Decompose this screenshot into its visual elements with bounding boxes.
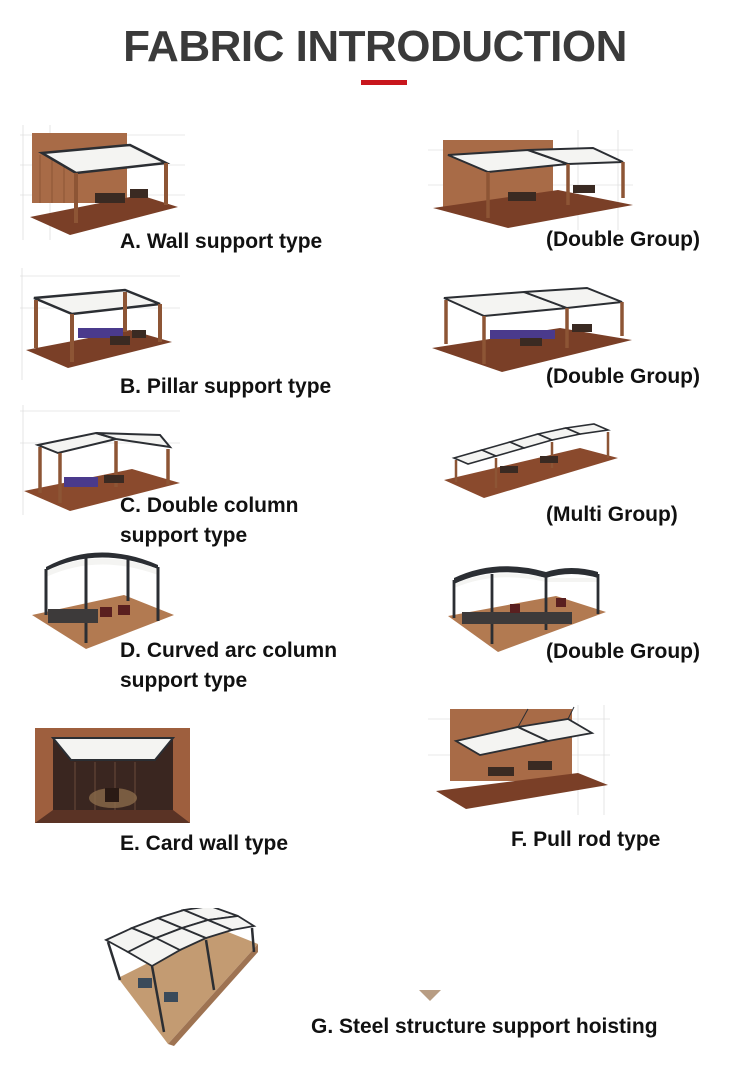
label-arc-double: (Double Group) bbox=[546, 640, 700, 663]
page-title: FABRIC INTRODUCTION bbox=[123, 22, 627, 71]
pillar-pergola-double-icon bbox=[432, 280, 632, 380]
label-card-wall: E. Card wall type bbox=[120, 832, 289, 855]
label-curved-arc-2: support type bbox=[120, 669, 248, 692]
label-pillar-double: (Double Group) bbox=[546, 365, 700, 388]
label-steel-structure: G. Steel structure support hoisting bbox=[311, 1015, 658, 1038]
double-column-pergola-icon bbox=[20, 405, 180, 515]
label-double-column-2: support type bbox=[120, 524, 248, 547]
card-wall-pergola-icon bbox=[35, 728, 190, 823]
steel-structure-canopy-icon bbox=[98, 908, 260, 1046]
label-double-column-1: C. Double column bbox=[120, 494, 299, 517]
hoisting-arrow-icon bbox=[419, 990, 441, 1001]
label-multi-group: (Multi Group) bbox=[546, 503, 678, 526]
curved-arc-pergola-icon bbox=[28, 545, 176, 657]
title-accent-rule bbox=[361, 80, 407, 85]
curved-arc-double-icon bbox=[446, 560, 606, 660]
label-pull-rod: F. Pull rod type bbox=[511, 828, 661, 851]
double-column-multi-icon bbox=[440, 418, 620, 503]
pull-rod-pergola-icon bbox=[428, 705, 610, 815]
label-curved-arc-1: D. Curved arc column bbox=[120, 639, 338, 662]
label-pillar-support: B. Pillar support type bbox=[120, 375, 332, 398]
pillar-pergola-icon bbox=[20, 268, 180, 380]
wall-pergola-icon bbox=[20, 125, 185, 240]
label-wall-support: A. Wall support type bbox=[120, 230, 323, 253]
label-wall-double: (Double Group) bbox=[546, 228, 700, 251]
wall-pergola-double-icon bbox=[428, 130, 633, 230]
